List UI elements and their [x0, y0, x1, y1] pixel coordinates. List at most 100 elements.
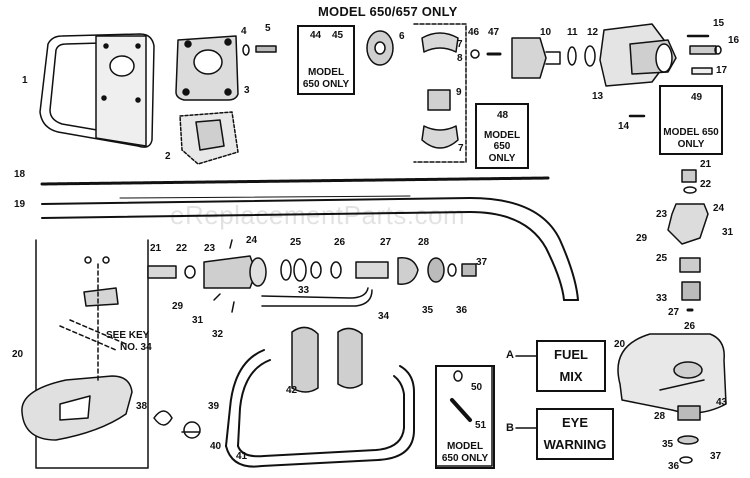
- model-650-box-top: 44 45 MODEL 650 ONLY: [297, 25, 355, 95]
- callout-9: 9: [456, 87, 462, 98]
- right-head-assembly: [667, 169, 709, 312]
- callout-27-right: 27: [668, 307, 680, 318]
- callout-31-right: 31: [722, 227, 734, 238]
- model-650-box-right: 49 MODEL 650 ONLY: [659, 85, 723, 155]
- callout-15: 15: [713, 18, 725, 29]
- callout-5: 5: [265, 23, 271, 34]
- callout-44: 44: [310, 30, 322, 41]
- callout-47: 47: [488, 27, 500, 38]
- callout-46: 46: [468, 27, 480, 38]
- callout-18: 18: [14, 169, 26, 180]
- shaft-assembly-parts: [147, 239, 477, 313]
- callout-25-right: 25: [656, 253, 668, 264]
- model-650-box-bottom: 50 51 MODEL 650 ONLY: [435, 365, 495, 469]
- callout-28-right: 28: [654, 411, 666, 422]
- part-2-carburetor: [179, 111, 239, 165]
- callout-23-left: 23: [204, 243, 216, 254]
- part-4-5-fittings: [242, 44, 277, 56]
- model-650-label: MODEL 650 ONLY: [441, 441, 489, 464]
- callout-8: 8: [457, 53, 463, 64]
- callout-11: 11: [567, 27, 578, 38]
- callout-2: 2: [165, 151, 171, 162]
- part-3-crankcase: [175, 35, 239, 101]
- part-1-frame-and-plate: [39, 33, 155, 148]
- part-13-drive-housing: [599, 23, 677, 87]
- callout-25-left: 25: [290, 237, 302, 248]
- callout-3: 3: [244, 85, 250, 96]
- callout-49: 49: [691, 92, 703, 103]
- callout-34: 34: [378, 311, 390, 322]
- callout-48: 48: [497, 110, 509, 121]
- part-6-flywheel: [366, 30, 394, 66]
- callout-21-right: 21: [700, 159, 712, 170]
- callout-37-left: 37: [476, 257, 488, 268]
- callout-14: 14: [618, 121, 630, 132]
- callout-41: 41: [236, 451, 248, 462]
- callout-28-left: 28: [418, 237, 430, 248]
- callout-35-left: 35: [422, 305, 434, 316]
- warning-letter-a: A: [506, 349, 514, 361]
- callout-35-right: 35: [662, 439, 674, 450]
- see-key-note: SEE KEY NO. 34: [106, 330, 152, 354]
- model-650-label: MODEL 650 ONLY: [663, 127, 719, 150]
- callout-21-left: 21: [150, 243, 162, 254]
- callout-26-left: 26: [334, 237, 346, 248]
- callout-20-right: 20: [614, 339, 626, 350]
- callout-29-right: 29: [636, 233, 648, 244]
- callout-24-left: 24: [246, 235, 258, 246]
- callout-51: 51: [475, 420, 487, 431]
- warning-letter-b: B: [506, 422, 514, 434]
- callout-33-left: 33: [298, 285, 310, 296]
- callout-40: 40: [210, 441, 222, 452]
- callout-27-left: 27: [380, 237, 392, 248]
- callout-1: 1: [22, 75, 28, 86]
- part-18-flex-shaft: [40, 176, 550, 186]
- callout-22-left: 22: [176, 243, 188, 254]
- callout-29-left: 29: [172, 301, 184, 312]
- callout-39: 39: [208, 401, 220, 412]
- callout-6: 6: [399, 31, 405, 42]
- watermark: eReplacementParts.com: [170, 200, 466, 230]
- callout-10: 10: [540, 27, 552, 38]
- fuel-line1: FUEL: [554, 347, 588, 362]
- fuel-line2: MIX: [559, 368, 583, 384]
- callout-45: 45: [332, 30, 344, 41]
- diagram-title: MODEL 650/657 ONLY: [318, 4, 458, 19]
- model-650-label: MODEL 650 ONLY: [483, 129, 521, 164]
- callout-19: 19: [14, 199, 26, 210]
- part-41-handle-bar: [225, 349, 415, 468]
- eye-warning-label: EYE WARNING: [536, 408, 614, 460]
- callout-13: 13: [592, 91, 604, 102]
- callout-23-right: 23: [656, 209, 668, 220]
- callout-20-left: 20: [12, 349, 24, 360]
- eye-line2: WARNING: [543, 436, 607, 452]
- callout-42: 42: [286, 385, 298, 396]
- model-650-label: MODEL 650 ONLY: [302, 67, 350, 90]
- part-19-drive-tube: [41, 195, 579, 301]
- callout-50: 50: [471, 382, 483, 393]
- callout-17: 17: [716, 65, 728, 76]
- model-650-box-mid: 48 MODEL 650 ONLY: [475, 103, 529, 169]
- callout-26-right: 26: [684, 321, 696, 332]
- callout-24-right: 24: [713, 203, 725, 214]
- part-20-guard-right: [617, 333, 727, 464]
- callout-4: 4: [241, 26, 247, 37]
- callout-33-right: 33: [656, 293, 668, 304]
- callout-32: 32: [212, 329, 224, 340]
- part-10-clutch-drum: [511, 37, 561, 79]
- callout-12: 12: [587, 27, 599, 38]
- part-7-8-9-piston-assembly: [413, 23, 467, 163]
- callout-22-right: 22: [700, 179, 712, 190]
- fuel-mix-label: FUEL MIX: [536, 340, 606, 392]
- callout-7-bottom: 7: [458, 143, 464, 154]
- callout-36-left: 36: [456, 305, 468, 316]
- see-key-line1: SEE KEY: [106, 330, 150, 341]
- callout-7-top: 7: [457, 39, 463, 50]
- callout-16: 16: [728, 35, 740, 46]
- callout-38: 38: [136, 401, 148, 412]
- part-42-grips: [291, 326, 363, 393]
- callout-43: 43: [716, 397, 728, 408]
- callout-31-left: 31: [192, 315, 204, 326]
- eye-line1: EYE: [561, 415, 588, 430]
